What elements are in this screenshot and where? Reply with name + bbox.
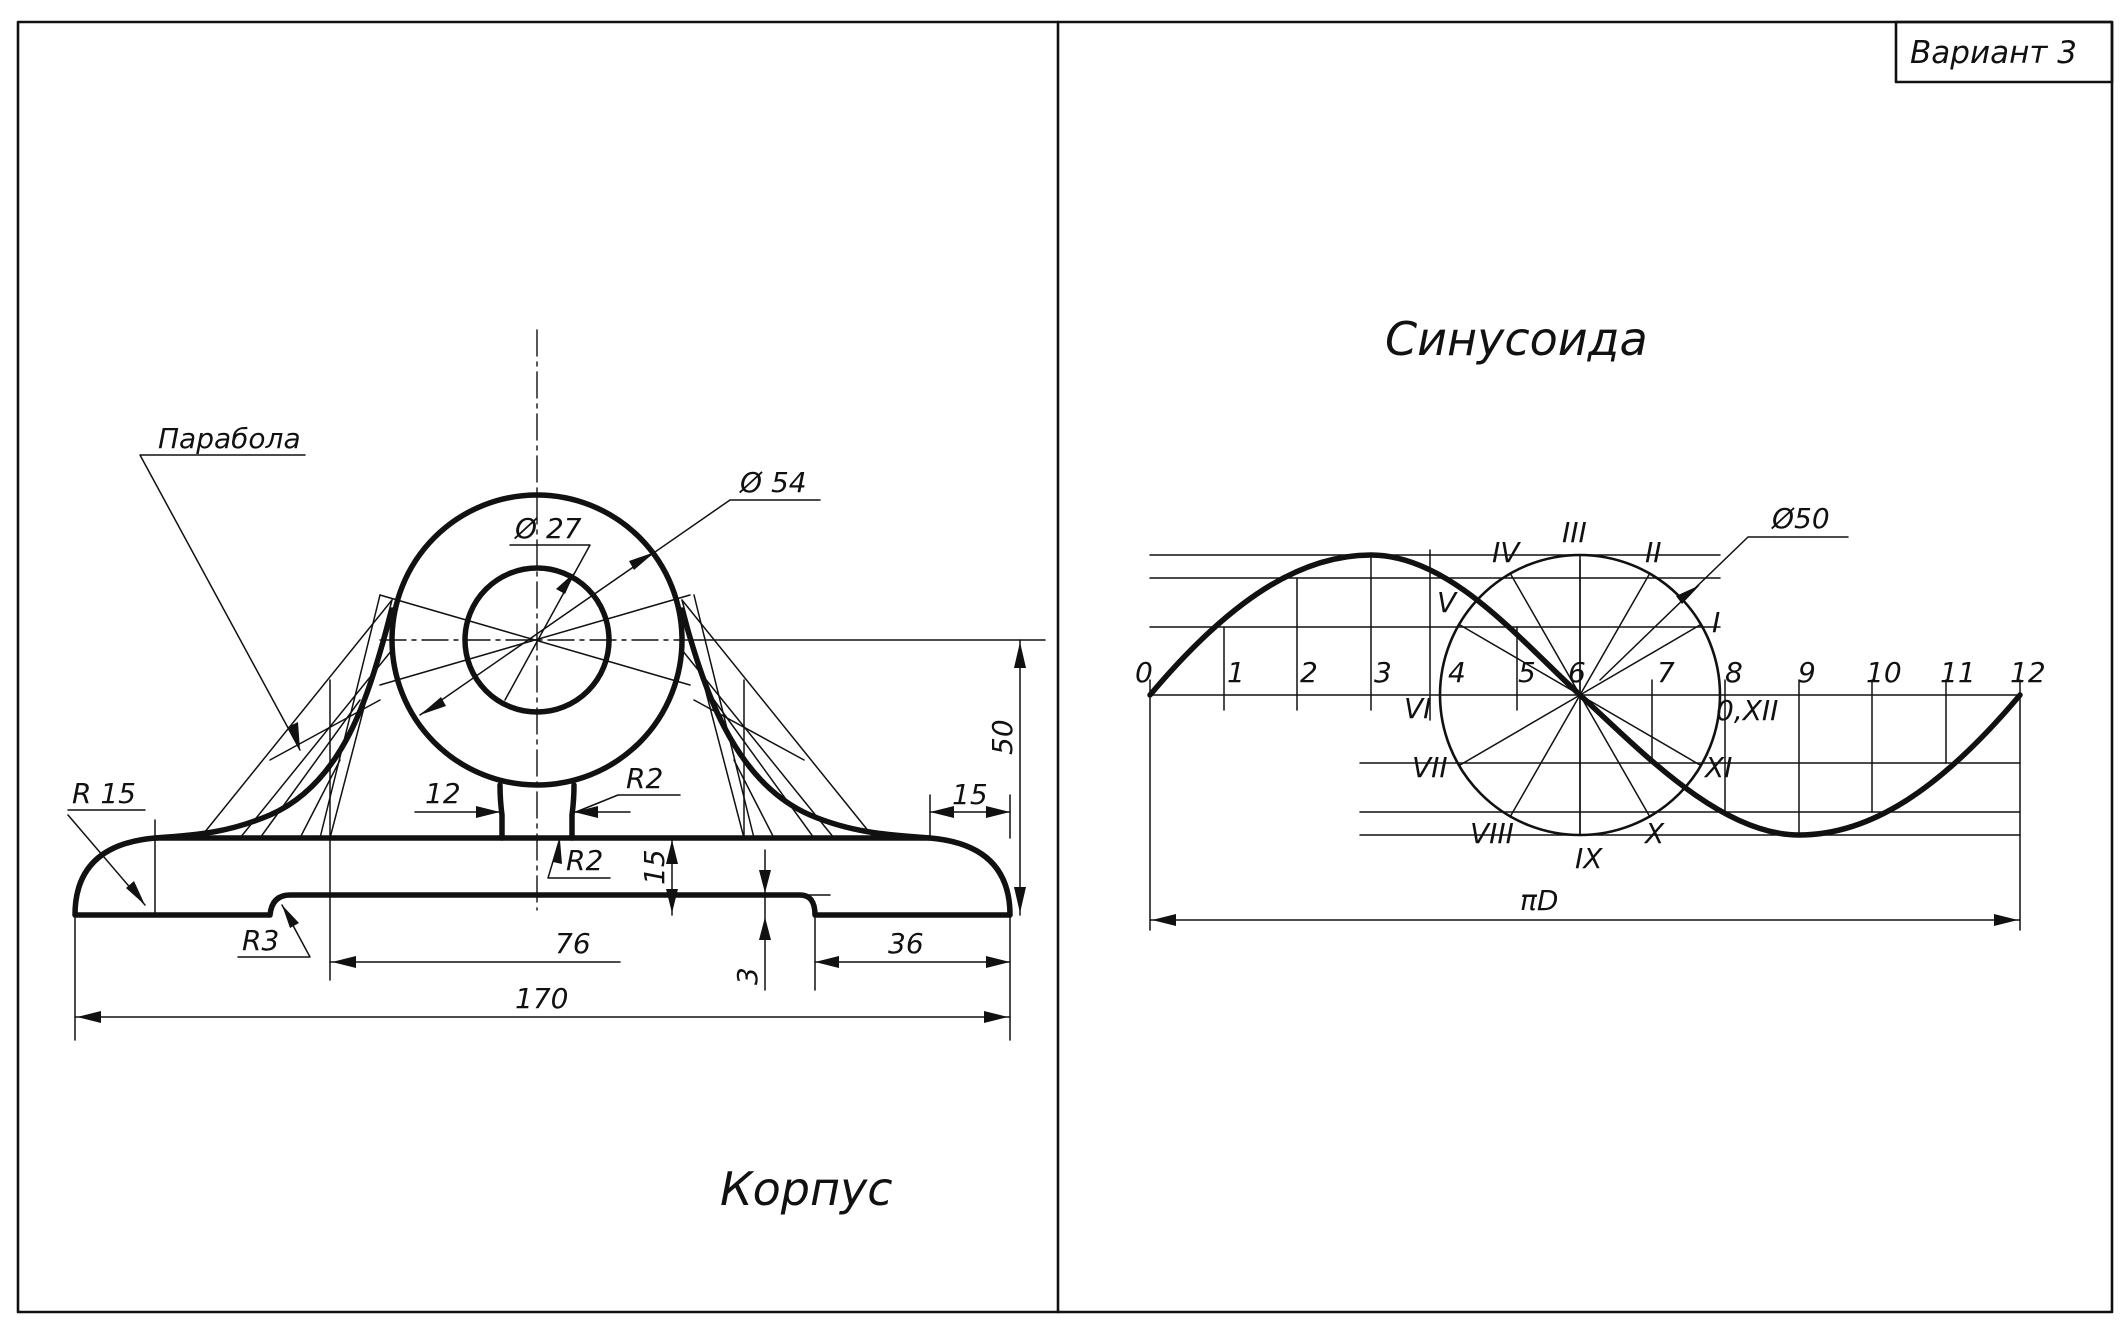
circle-point-VIII: VIII (1470, 817, 1514, 850)
housing-title: Корпус (720, 1162, 893, 1216)
circle-point-IV: IV (1492, 536, 1521, 569)
inner-circle (462, 565, 612, 715)
w15-label: 15 (952, 778, 988, 811)
housing-outline (72, 607, 1013, 918)
d27-leader (504, 544, 591, 701)
circle-point-I: I (1712, 606, 1720, 639)
circle-point-XI: XI (1703, 751, 1732, 784)
axis-point-10: 10 (1866, 656, 1902, 689)
circle-point-VII: VII (1412, 751, 1448, 784)
neck-left (497, 782, 505, 841)
d50-label: Ø50 (1771, 502, 1830, 535)
w36-label: 36 (888, 927, 924, 960)
axis-point-5: 5 (1518, 656, 1536, 689)
w76-label: 76 (555, 927, 591, 960)
pid-label: πD (1520, 884, 1558, 917)
axis-point-3: 3 (1374, 656, 1392, 689)
circle-spokes (1459, 554, 1701, 836)
parabola-leader (139, 454, 306, 751)
circle-point-IX: IX (1575, 842, 1603, 875)
d54-leader (419, 499, 821, 716)
circle-point-II: II (1645, 536, 1662, 569)
variant-box (1894, 20, 2114, 84)
sine-title: Синусоида (1385, 312, 1648, 366)
w170-label: 170 (515, 982, 568, 1015)
circle-point-labels: I II III IV V VI VII VIII IX X XI 0,XII (1404, 516, 1778, 875)
sine-grid (1149, 549, 2021, 931)
axis-point-labels: 0 1 2 3 4 5 6 7 8 9 10 11 12 (1135, 656, 2046, 689)
parabola-construction-right (681, 594, 875, 839)
circle-point-VI: VI (1404, 692, 1431, 725)
circle-point-XII: 0,XII (1716, 694, 1778, 727)
axis-point-2: 2 (1300, 656, 1318, 689)
housing-dimensions: Парабола Ø 54 Ø 27 50 15 R 15 12 (67, 422, 1046, 1041)
h15-label: 15 (638, 849, 671, 885)
sine-curve (1147, 552, 2023, 838)
outer-circle (389, 492, 685, 788)
axis-point-6: 6 (1568, 656, 1586, 689)
parabola-construction-left (199, 594, 393, 839)
axis-point-8: 8 (1725, 656, 1743, 689)
circle-point-III: III (1562, 516, 1587, 549)
circle-point-X: X (1643, 817, 1665, 850)
r3-label: R3 (242, 924, 279, 957)
sine-drawing: Ø50 πD (1147, 502, 2023, 931)
circle-radials (379, 594, 691, 686)
axis-point-7: 7 (1657, 656, 1675, 689)
axis-point-4: 4 (1448, 656, 1466, 689)
d54-label: Ø 54 (739, 466, 807, 499)
housing-drawing (72, 329, 1013, 918)
d50-leader (1599, 536, 1849, 681)
r2-right-label: R2 (626, 762, 663, 795)
axis-point-1: 1 (1227, 656, 1245, 689)
sheet-border (16, 20, 2114, 1314)
axis-point-11: 11 (1940, 656, 1976, 689)
d27-label: Ø 27 (514, 512, 582, 545)
r2-bottom-label: R2 (566, 844, 603, 877)
r2-bottom-leader (547, 837, 611, 879)
r15-label: R 15 (72, 777, 136, 810)
axis-point-12: 12 (2010, 656, 2046, 689)
variant-label: Вариант 3 (1910, 35, 2077, 71)
neck-right (569, 782, 577, 841)
axis-point-9: 9 (1798, 656, 1816, 689)
h50-label: 50 (986, 719, 1019, 755)
parabola-label: Парабола (158, 422, 301, 455)
w12-label: 12 (425, 777, 461, 810)
r2-right-leader (575, 794, 681, 813)
circle-point-V: V (1437, 586, 1458, 619)
axis-point-0: 0 (1135, 656, 1153, 689)
h3-label: 3 (731, 967, 764, 985)
